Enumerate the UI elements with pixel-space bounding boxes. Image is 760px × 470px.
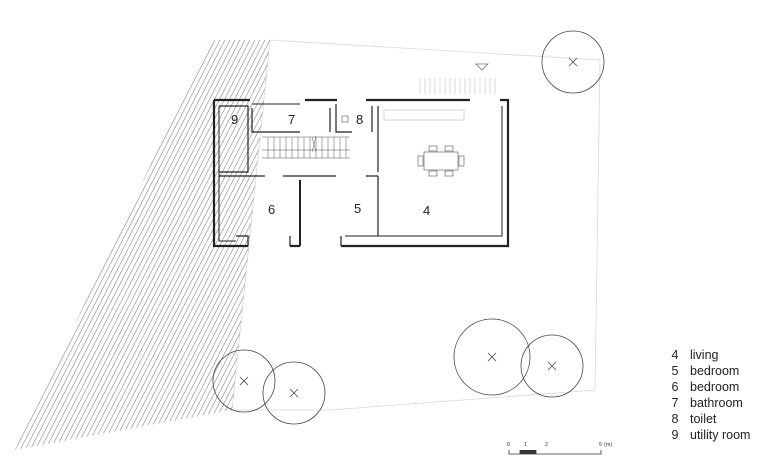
room-number-living: 4 [423, 203, 430, 218]
scale-unit: (m) [604, 442, 612, 448]
tree-icon [453, 318, 531, 396]
legend-item: 4 living [660, 347, 750, 363]
legend-label: bedroom [690, 380, 740, 394]
trees [212, 30, 605, 425]
room-number-bedroom-6: 6 [268, 202, 275, 217]
north-arrow-icon [475, 63, 489, 71]
room-number-utility: 9 [231, 112, 238, 127]
legend-number: 8 [671, 412, 679, 426]
building-walls [212, 98, 510, 248]
toilet-fixture [341, 115, 349, 123]
tree-icon [212, 349, 276, 413]
legend-number: 9 [671, 428, 679, 442]
scale-tick-0: 0 [507, 442, 510, 448]
scale-tick-2: 2 [545, 442, 548, 448]
scale-tick-1: 1 [524, 442, 527, 448]
dining-table [417, 145, 465, 177]
entrance-steps [419, 78, 496, 94]
site-boundary [231, 39, 601, 411]
legend-item: 6 bedroom [660, 379, 750, 395]
legend-item: 8 toilet [660, 411, 750, 427]
tree-icon [520, 334, 584, 398]
room-legend: 4 living 5 bedroom 6 bedroom 7 bathroom … [660, 347, 751, 443]
legend-item: 9 utility room [660, 427, 751, 443]
room-number-bathroom: 7 [288, 112, 295, 127]
scale-tick-5: 5 [599, 442, 602, 448]
scale-bar: 0 1 2 5 (m) [507, 442, 612, 455]
room-number-toilet: 8 [356, 112, 363, 127]
legend-item: 7 bathroom [660, 395, 750, 411]
room-number-bedroom-5: 5 [354, 201, 361, 216]
legend-label: toilet [690, 412, 717, 426]
tree-icon [541, 30, 605, 94]
legend-number: 5 [671, 364, 679, 378]
kitchen-counter [383, 109, 465, 121]
legend-item: 5 bedroom [660, 363, 750, 379]
legend-number: 7 [671, 396, 679, 410]
legend-label: bathroom [690, 396, 743, 410]
legend-number: 6 [671, 380, 679, 394]
legend-number: 4 [671, 348, 679, 362]
tree-icon [262, 361, 326, 425]
legend-label: utility room [690, 428, 751, 442]
legend-label: living [690, 348, 719, 362]
staircase [262, 135, 350, 159]
legend-label: bedroom [690, 364, 740, 378]
